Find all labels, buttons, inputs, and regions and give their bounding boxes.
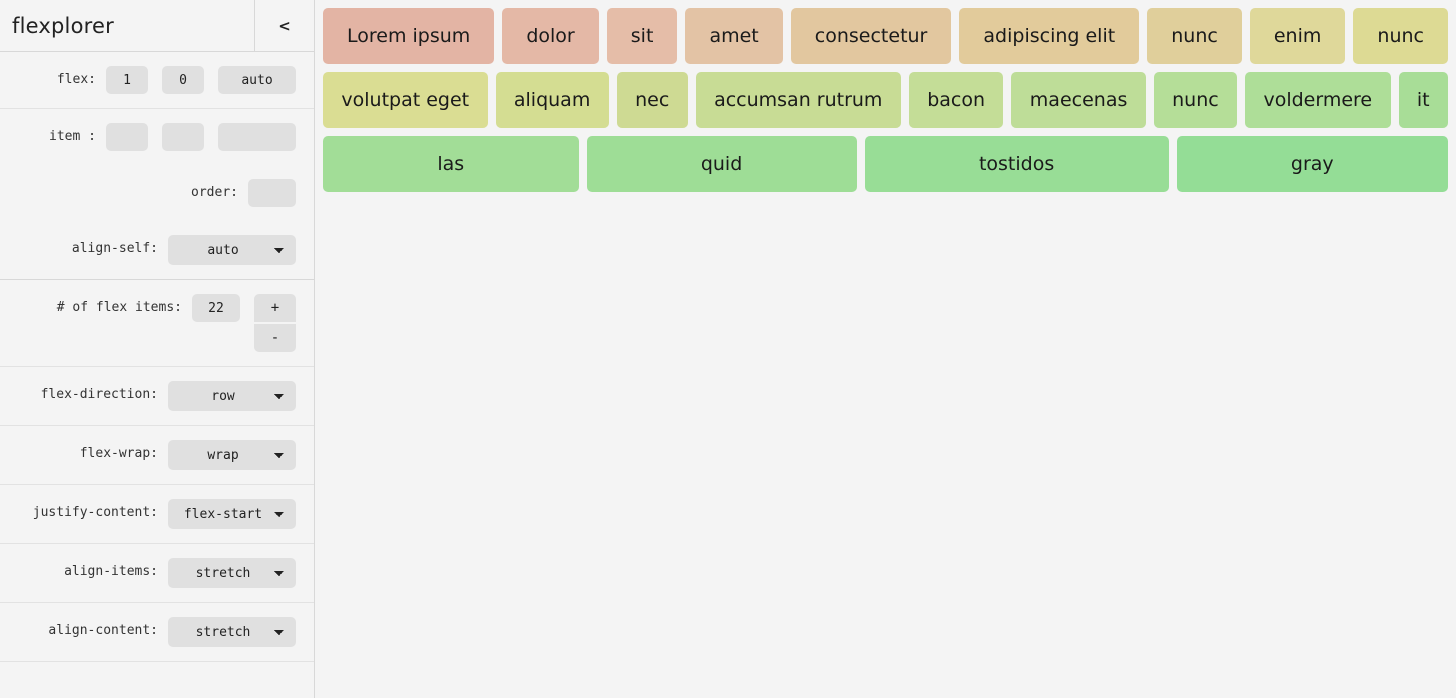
flex-wrap-select[interactable]: nowrapwrapwrap-reverse	[168, 440, 296, 470]
flex-item[interactable]: amet	[685, 8, 783, 64]
align-items-select[interactable]: flex-startflex-endcenterbaselinestretch	[168, 558, 296, 588]
chevron-left-icon: <	[278, 16, 291, 35]
flex-grow-input[interactable]	[106, 66, 148, 94]
align-self-select[interactable]: autoflex-startflex-endcenterbaselinestre…	[168, 235, 296, 265]
flex-container: Lorem ipsum dolor sit amet consectetur adipis…	[323, 8, 1449, 192]
flex-item-label: maecenas	[1029, 89, 1128, 111]
flex-item-label: amet	[709, 25, 759, 47]
flex-item-label: gray	[1290, 153, 1334, 175]
flex-item[interactable]: bacon	[908, 72, 1004, 128]
flex-item[interactable]: las	[323, 136, 579, 192]
flex-item-label: bacon	[927, 89, 986, 111]
align-self-label: align-self:	[71, 241, 158, 256]
flex-item[interactable]: dolor	[502, 8, 599, 64]
flex-item[interactable]: aliquam	[495, 72, 609, 128]
align-items-label: align-items:	[64, 564, 158, 579]
flex-shorthand-label: flex:	[56, 72, 96, 87]
order-controls	[248, 179, 296, 207]
flex-item-label: dolor	[526, 25, 575, 47]
flex-item-label: enim	[1273, 25, 1322, 47]
control-sidebar: flexplorer < flex: item :	[0, 0, 315, 698]
flex-item-label: adipiscing elit	[983, 25, 1116, 47]
flex-item-label: quid	[700, 153, 743, 175]
flex-item[interactable]: nunc	[1147, 8, 1242, 64]
justify-content-select[interactable]: flex-startflex-endcenterspace-betweenspa…	[168, 499, 296, 529]
item-controls	[106, 123, 296, 151]
flex-item-label: nunc	[1171, 25, 1218, 47]
flex-item-label: las	[437, 153, 465, 175]
flex-item-label: sit	[630, 25, 654, 47]
flex-wrap-row: flex-wrap: nowrapwrapwrap-reverse	[0, 426, 314, 485]
item-grow-input[interactable]	[106, 123, 148, 151]
flex-item[interactable]: enim	[1249, 8, 1346, 64]
align-self-row: align-self: autoflex-startflex-endcenter…	[0, 221, 314, 279]
order-row: order:	[0, 165, 314, 221]
justify-content-row: justify-content: flex-startflex-endcente…	[0, 485, 314, 544]
flex-item[interactable]: volutpat eget	[323, 72, 488, 128]
item-row: item :	[0, 109, 314, 165]
selected-item-group: item : order: align-self: autoflex-s	[0, 109, 314, 280]
flex-item[interactable]: nunc	[1153, 72, 1238, 128]
item-shrink-input[interactable]	[162, 123, 204, 151]
flex-item[interactable]: accumsan rutrum	[695, 72, 901, 128]
item-count-stepper: + -	[192, 294, 296, 352]
flex-item[interactable]: sit	[606, 8, 678, 64]
align-content-row: align-content: flex-startflex-endcenters…	[0, 603, 314, 662]
flex-item-label: voldermere	[1263, 89, 1373, 111]
item-count-input[interactable]	[192, 294, 240, 322]
flex-direction-label: flex-direction:	[40, 387, 158, 402]
flex-shrink-input[interactable]	[162, 66, 204, 94]
flex-preview-area: Lorem ipsum dolor sit amet consectetur adipis…	[315, 0, 1456, 698]
flex-item-label: nunc	[1172, 89, 1219, 111]
flex-wrap-label: flex-wrap:	[79, 446, 158, 461]
item-count-label: # of flex items:	[56, 300, 182, 315]
flex-item[interactable]: maecenas	[1011, 72, 1146, 128]
flex-item[interactable]: tostidos	[864, 136, 1169, 192]
flex-item-label: consectetur	[814, 25, 928, 47]
order-input[interactable]	[248, 179, 296, 207]
flex-item[interactable]: adipiscing elit	[959, 8, 1140, 64]
align-items-row: align-items: flex-startflex-endcenterbas…	[0, 544, 314, 603]
flex-shorthand-row: flex:	[0, 52, 314, 109]
flex-item[interactable]: quid	[586, 136, 857, 192]
flex-item[interactable]: it	[1398, 72, 1449, 128]
align-content-select[interactable]: flex-startflex-endcenterspace-betweenspa…	[168, 617, 296, 647]
flex-item-label: volutpat eget	[341, 89, 470, 111]
flex-item-label: aliquam	[513, 89, 591, 111]
flex-item-label: it	[1416, 89, 1430, 111]
flex-item[interactable]: voldermere	[1245, 72, 1391, 128]
order-label: order:	[191, 185, 238, 200]
sidebar-header: flexplorer <	[0, 0, 314, 52]
align-content-label: align-content:	[48, 623, 158, 638]
flex-item-label: tostidos	[978, 153, 1055, 175]
flex-item-label: Lorem ipsum	[347, 25, 471, 47]
flex-item[interactable]: Lorem ipsum	[323, 8, 495, 64]
justify-content-label: justify-content:	[32, 505, 158, 520]
flex-item-label: nunc	[1377, 25, 1424, 47]
item-label: item :	[49, 129, 96, 144]
flex-item[interactable]: consectetur	[790, 8, 952, 64]
flex-direction-row: flex-direction: rowrow-reversecolumncolu…	[0, 367, 314, 426]
item-count-row: # of flex items: + -	[0, 280, 314, 367]
flex-item[interactable]: nunc	[1353, 8, 1448, 64]
item-count-decrement-button[interactable]: -	[254, 324, 296, 352]
flex-item-label: nec	[635, 89, 670, 111]
flex-item-label: accumsan rutrum	[714, 89, 883, 111]
item-basis-input[interactable]	[218, 123, 296, 151]
flex-basis-input[interactable]	[218, 66, 296, 94]
flex-direction-select[interactable]: rowrow-reversecolumncolumn-reverse	[168, 381, 296, 411]
app-title: flexplorer	[12, 13, 114, 38]
flex-shorthand-controls	[106, 66, 296, 94]
item-count-buttons: + -	[254, 294, 296, 352]
flex-item[interactable]: gray	[1176, 136, 1449, 192]
item-count-increment-button[interactable]: +	[254, 294, 296, 322]
flex-item[interactable]: nec	[616, 72, 688, 128]
sidebar-collapse-button[interactable]: <	[254, 0, 314, 51]
